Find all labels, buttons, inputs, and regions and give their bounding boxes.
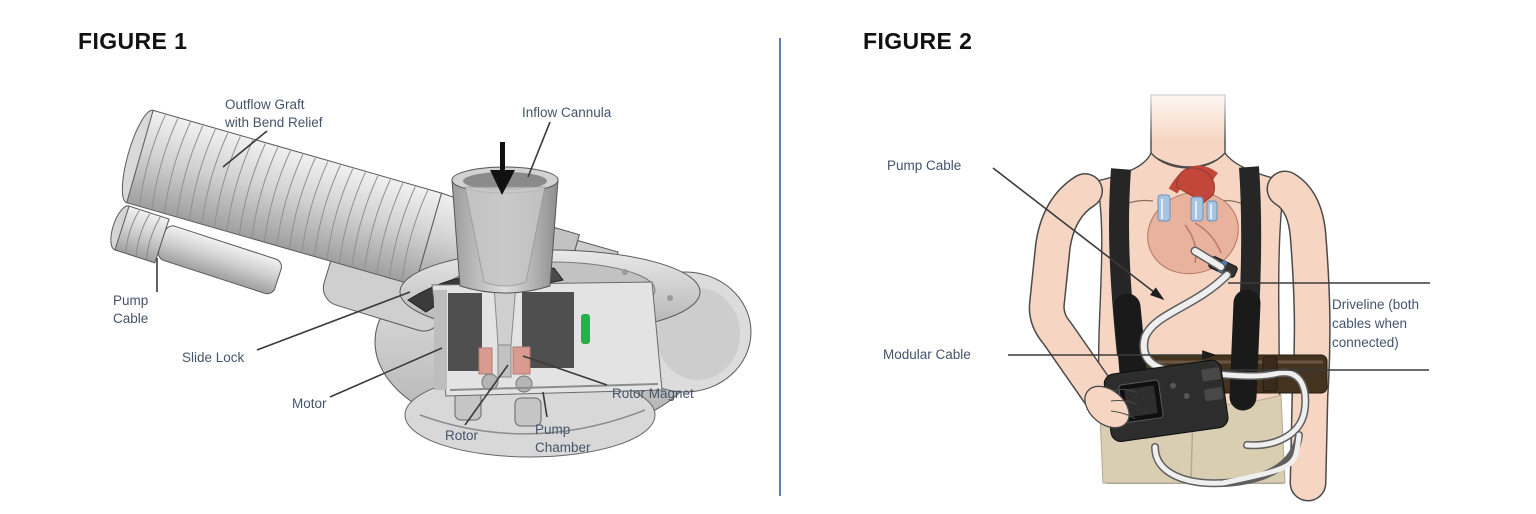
figure-divider <box>779 38 781 496</box>
label-inflow-cannula: Inflow Cannula <box>522 105 612 120</box>
pump-cross-section <box>431 281 663 397</box>
figure1-title: FIGURE 1 <box>78 28 188 54</box>
label-modular-cable: Modular Cable <box>883 347 971 362</box>
label-rotor-magnet: Rotor Magnet <box>612 386 694 401</box>
rotor-magnet-left <box>478 347 493 375</box>
figure2-diagram: Pump Cable Modular Cable Driveline (both… <box>883 83 1430 502</box>
label-pump-cable-line2: Cable <box>113 311 148 326</box>
label-pump-cable: Pump Cable <box>887 158 961 173</box>
status-indicator <box>581 314 590 344</box>
inflow-cannula <box>451 166 559 294</box>
inflow-arrow <box>490 142 515 195</box>
label-outflow-graft-line1: Outflow Graft <box>225 97 305 112</box>
pump-cable-tube <box>110 205 282 295</box>
rotor-magnet-right <box>512 346 531 375</box>
figure1-pointer-lines <box>156 121 608 426</box>
patient-hand <box>1084 385 1138 429</box>
label-rotor: Rotor <box>445 428 479 443</box>
rotor-shaft <box>497 344 512 378</box>
figure2-pointer-lines <box>992 167 1430 371</box>
figure1-diagram: Outflow Graft with Bend Relief Inflow Ca… <box>110 97 752 458</box>
label-pump-cable-line1: Pump <box>113 293 148 308</box>
heart-illustration <box>1147 165 1239 275</box>
motor-block-right <box>522 292 574 368</box>
pump-cable-arrow <box>992 167 1165 300</box>
label-pump-chamber-line2: Chamber <box>535 440 591 455</box>
label-outflow-graft-line2: with Bend Relief <box>224 115 323 130</box>
label-driveline-line2: cables when <box>1332 316 1407 331</box>
label-slide-lock: Slide Lock <box>182 350 245 365</box>
label-driveline-line1: Driveline (both <box>1332 297 1419 312</box>
label-driveline-line3: connected) <box>1332 335 1399 350</box>
label-motor: Motor <box>292 396 327 411</box>
system-controller <box>1103 359 1229 442</box>
figure2-title: FIGURE 2 <box>863 28 973 54</box>
label-pump-chamber-line1: Pump <box>535 422 570 437</box>
motor-block-left <box>448 293 482 371</box>
